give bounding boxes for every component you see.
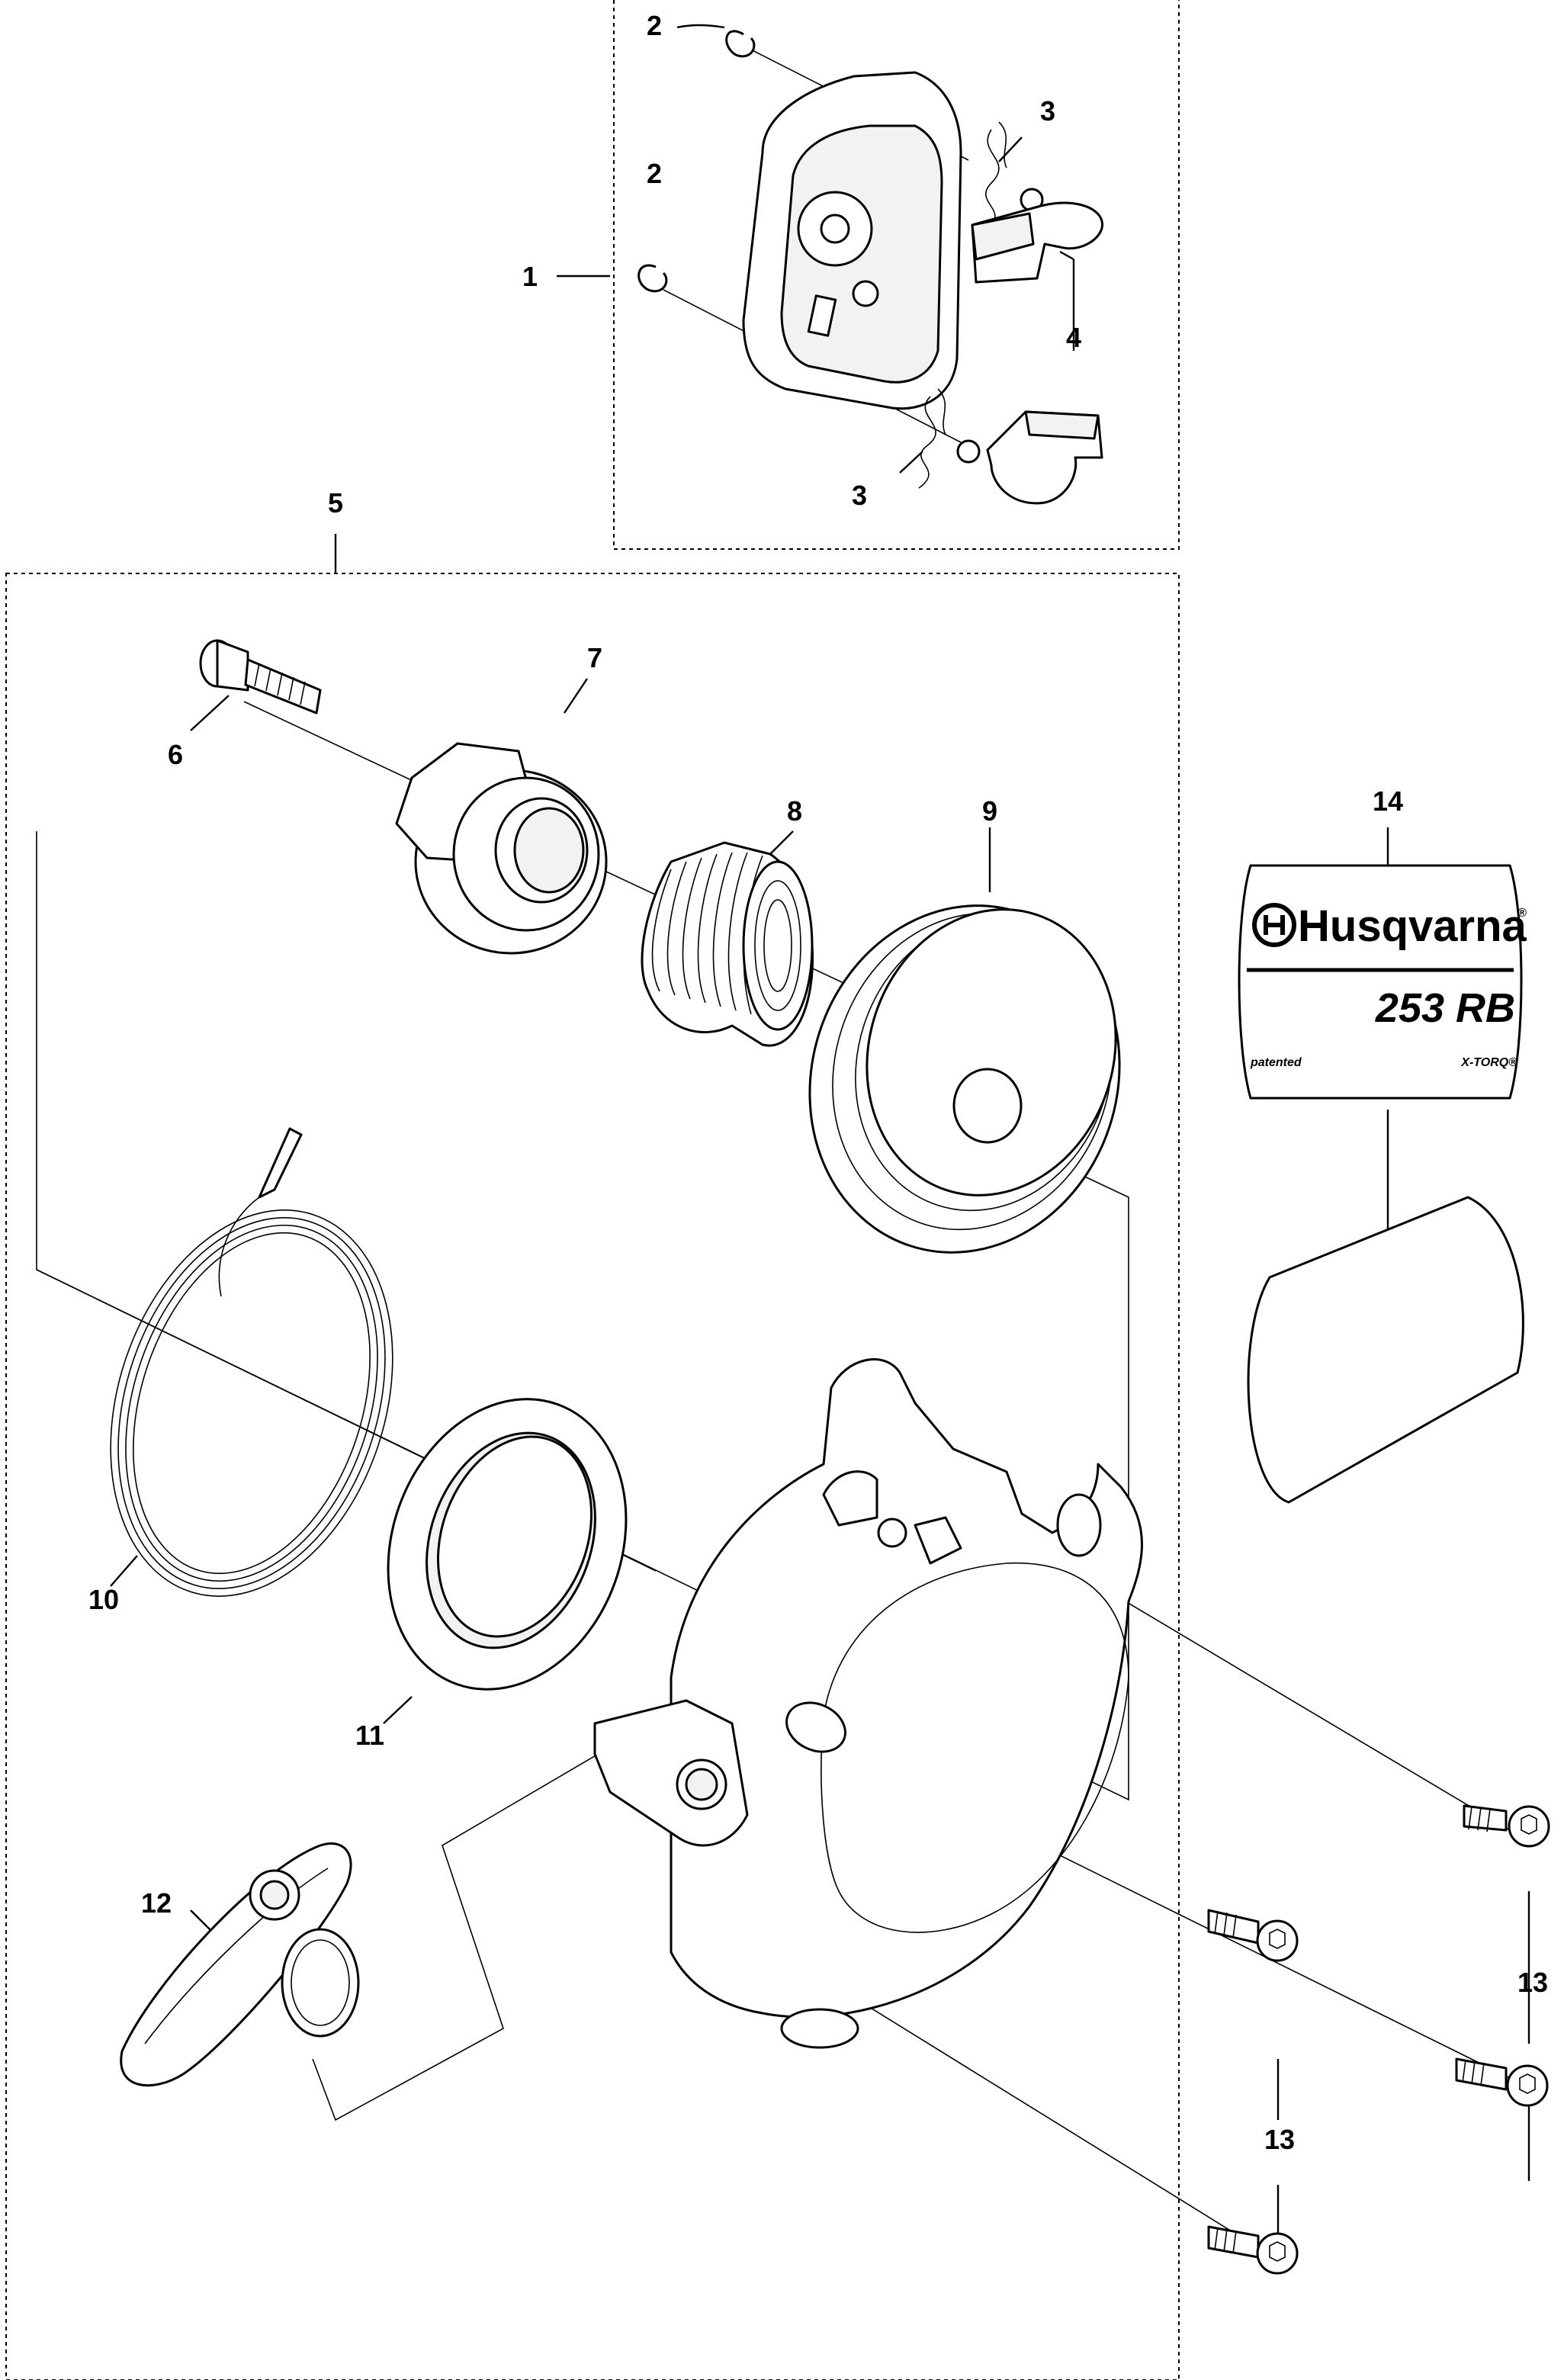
part-13-screw-top-right — [1463, 1804, 1550, 1848]
label-part-12: 12 — [141, 1887, 172, 1919]
husqvarna-logo-icon — [1252, 903, 1296, 947]
part-14-decal-backing — [1247, 1196, 1524, 1504]
label-part-4: 4 — [1066, 322, 1081, 353]
part-8-coil-spring — [641, 841, 814, 1047]
label-part-14: 14 — [1373, 785, 1403, 817]
label-part-5: 5 — [328, 487, 343, 519]
assembly-1-group-box — [613, 0, 1180, 550]
label-part-13-center: 13 — [1264, 2124, 1295, 2155]
part-10-recoil-spring — [110, 1127, 393, 1597]
part-6-shoulder-screw — [199, 639, 322, 715]
starter-housing — [593, 1358, 1143, 2049]
part-2-circlip-lower — [637, 264, 668, 293]
part-3-spring-upper — [985, 121, 1007, 230]
label-part-1: 1 — [522, 261, 538, 292]
part-2-circlip-upper — [725, 30, 756, 58]
part-7-pulley-hub — [395, 742, 608, 955]
decal-right-note: X-TORQ® — [1460, 1056, 1517, 1069]
label-part-2-upper: 2 — [647, 10, 662, 41]
label-part-9: 9 — [982, 795, 997, 827]
decal-brand-text: Husqvarna — [1298, 901, 1527, 951]
part-4-pawl-lower — [956, 410, 1103, 505]
part-12-starter-handle — [120, 1842, 360, 2087]
label-part-13-right: 13 — [1517, 1967, 1548, 1998]
part-13-screw-mid-center — [1207, 1909, 1299, 1962]
label-part-8: 8 — [787, 795, 802, 827]
decal-left-note: patented — [1250, 1056, 1302, 1069]
label-part-3-upper: 3 — [1040, 95, 1055, 127]
label-part-10: 10 — [88, 1584, 119, 1615]
label-part-7: 7 — [587, 642, 602, 673]
part-1-pawl-carrier — [742, 71, 962, 410]
part-13-screw-mid-right — [1455, 2057, 1549, 2107]
label-part-11: 11 — [355, 1720, 384, 1751]
decal-registered-mark: ® — [1517, 907, 1527, 920]
label-part-6: 6 — [168, 739, 183, 770]
decal-model-text: 253 RB — [1375, 985, 1515, 1031]
part-11-ring-washer — [387, 1398, 628, 1691]
part-14-decal: Husqvarna ® 253 RB patented X-TORQ® — [1238, 864, 1527, 1100]
part-number-labels: 1 2 2 3 3 4 5 6 7 8 9 10 11 12 13 13 14 — [88, 10, 1548, 2155]
part-9-rope-pulley — [808, 904, 1121, 1254]
assembly-5-group-box — [5, 573, 1180, 2380]
label-part-2-lower: 2 — [647, 158, 662, 189]
part-13-screw-bottom — [1207, 2225, 1299, 2275]
label-part-3-lower: 3 — [852, 480, 867, 511]
part-4-pawl-upper — [971, 188, 1103, 284]
part-3-spring-lower — [918, 388, 946, 489]
